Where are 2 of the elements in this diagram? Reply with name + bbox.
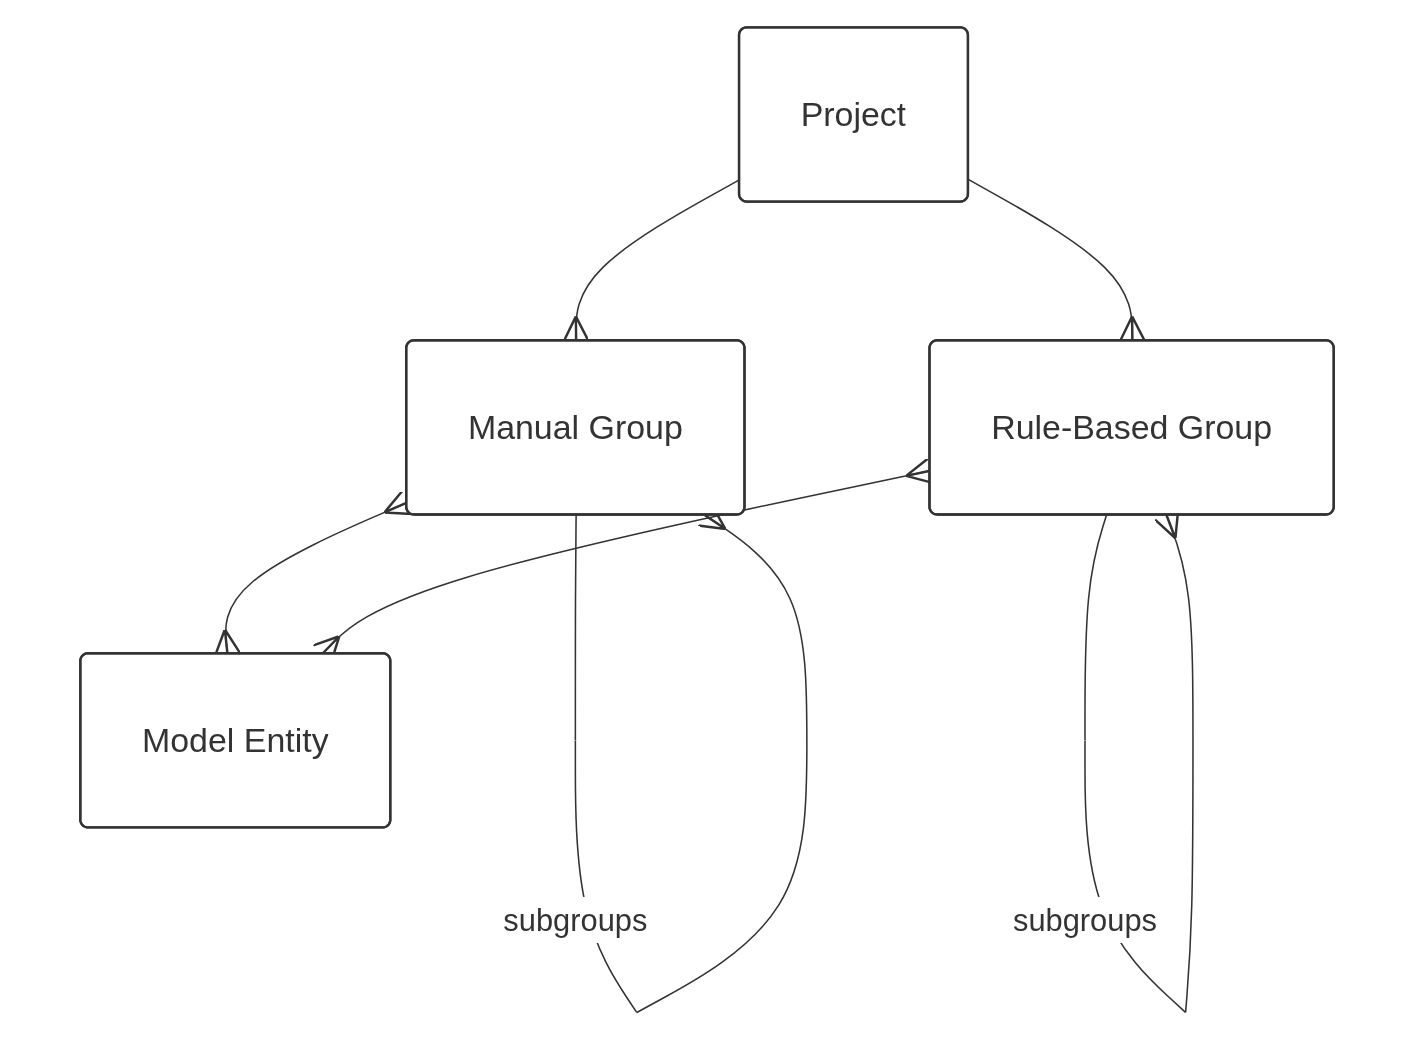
edge-label: subgroups	[503, 902, 648, 937]
edge-label: subgroups	[1012, 902, 1157, 937]
